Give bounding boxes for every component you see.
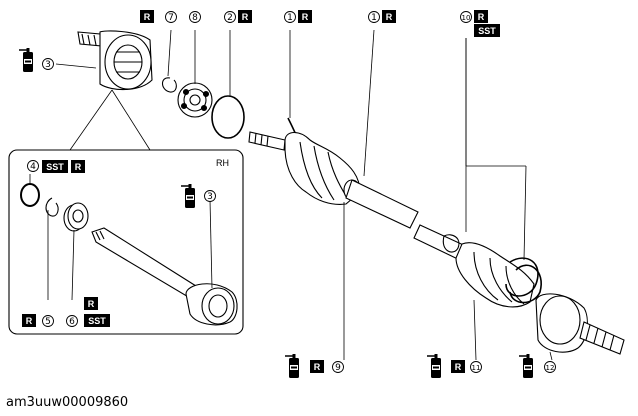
svg-text:4: 4 [30, 162, 36, 172]
svg-text:2: 2 [227, 13, 233, 23]
svg-text:3: 3 [207, 192, 213, 202]
bearing-8 [177, 82, 213, 118]
parts-illustration [55, 29, 625, 361]
badge-sst: SST [84, 314, 110, 327]
badge-r: R [298, 10, 312, 23]
badge-sst: SST [474, 24, 500, 37]
callout-6: 6 [66, 315, 78, 327]
bearing-6 [63, 202, 89, 232]
clip-5 [45, 197, 59, 217]
callout-5: 5 [42, 315, 54, 327]
callout-3: 3 [42, 58, 54, 70]
svg-text:R: R [88, 299, 95, 309]
callout-1-left: 1 [284, 11, 296, 23]
badges: R R R R R SST SST R R R SST R R [22, 10, 500, 373]
grease-can-icon [18, 47, 34, 73]
svg-text:8: 8 [192, 13, 198, 23]
callout-3-inset: 3 [204, 190, 216, 202]
callout-10: 10 [460, 11, 472, 23]
callout-11: 11 [470, 361, 482, 373]
svg-text:11: 11 [472, 364, 481, 372]
callout-4: 4 [27, 160, 39, 172]
svg-text:R: R [75, 162, 82, 172]
callout-2: 2 [224, 11, 236, 23]
seal-4 [20, 183, 40, 207]
badge-r: R [22, 314, 36, 327]
svg-text:R: R [242, 12, 249, 22]
svg-text:SST: SST [88, 316, 106, 326]
driveshaft-main [248, 117, 625, 355]
svg-text:R: R [144, 12, 151, 22]
leader-lines [55, 29, 553, 361]
badge-r: R [71, 160, 85, 173]
badge-r: R [382, 10, 396, 23]
badge-sst: SST [42, 160, 68, 173]
callout-1-right: 1 [368, 11, 380, 23]
badge-r: R [451, 360, 465, 373]
badge-r: R [310, 360, 324, 373]
badge-r: R [140, 10, 154, 23]
svg-text:R: R [455, 362, 462, 372]
svg-text:1: 1 [371, 13, 377, 23]
svg-text:R: R [302, 12, 309, 22]
svg-text:12: 12 [546, 364, 555, 372]
svg-text:1: 1 [287, 13, 293, 23]
outer-joint-housing-upper [77, 30, 153, 91]
inset-label: RH [216, 158, 229, 168]
callout-9: 9 [332, 361, 344, 373]
outer-joint-housing-rh [185, 283, 238, 326]
svg-text:5: 5 [45, 317, 51, 327]
badge-r: R [474, 10, 488, 23]
svg-text:10: 10 [462, 14, 471, 22]
callout-12: 12 [544, 361, 556, 373]
grease-can-icon [426, 353, 442, 379]
callouts: 3 7 8 2 1 1 10 4 [27, 11, 556, 373]
callout-8: 8 [189, 11, 201, 23]
snap-ring-7 [161, 77, 177, 93]
callout-7: 7 [165, 11, 177, 23]
reference-id: am3uuw00009860 [6, 395, 128, 410]
svg-text:R: R [478, 12, 485, 22]
svg-text:6: 6 [69, 317, 75, 327]
svg-text:SST: SST [46, 162, 64, 172]
svg-text:R: R [26, 316, 33, 326]
svg-text:9: 9 [335, 363, 341, 373]
inset-rh-detail: RH [8, 149, 244, 335]
svg-text:SST: SST [478, 26, 496, 36]
svg-text:7: 7 [168, 13, 174, 23]
grease-can-icon [284, 353, 300, 379]
clip-2 [211, 95, 245, 139]
svg-text:R: R [386, 12, 393, 22]
svg-text:R: R [314, 362, 321, 372]
grease-can-icon [518, 353, 534, 379]
badge-r: R [84, 297, 98, 310]
svg-text:3: 3 [45, 60, 51, 70]
badge-r: R [238, 10, 252, 23]
